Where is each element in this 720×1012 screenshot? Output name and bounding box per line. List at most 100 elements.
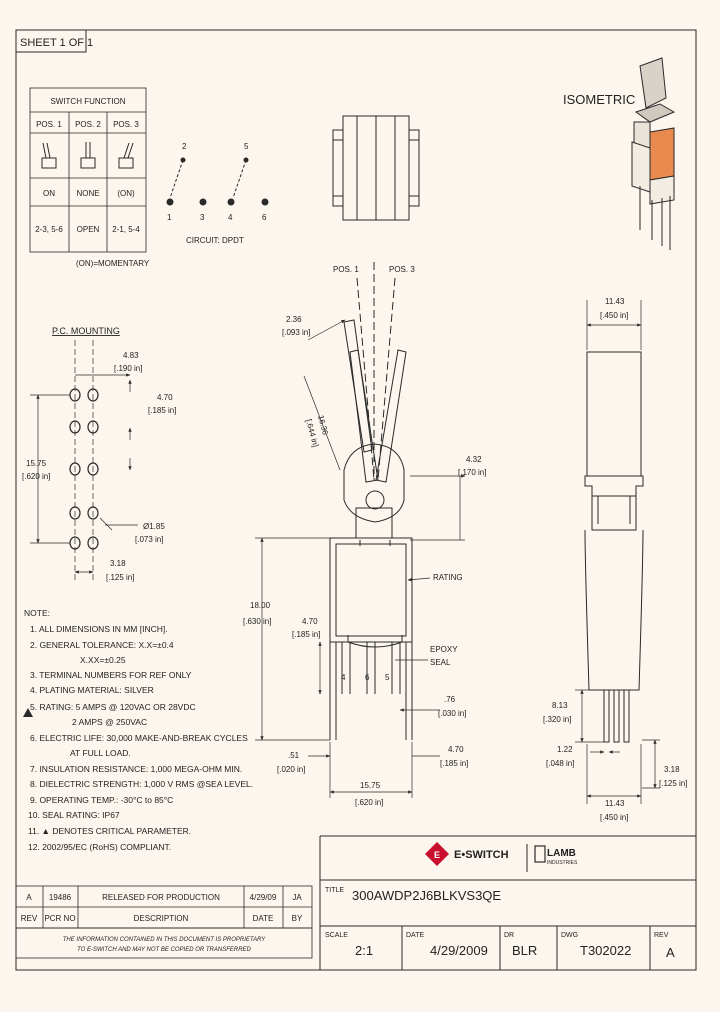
switch-footnote: (ON)=MOMENTARY	[76, 259, 150, 268]
proprietary-line-2: TO E-SWITCH AND MAY NOT BE COPIED OR TRA…	[77, 947, 251, 953]
front-dim-height: 18.00	[250, 601, 271, 610]
switch-conn-pos3: 2-1, 5-4	[112, 225, 140, 234]
rev-header-rev: REV	[21, 914, 38, 923]
front-dim-lever: 16.36	[316, 414, 330, 436]
toggle-pos1-icon	[41, 142, 57, 169]
note-line: 7. INSULATION RESISTANCE: 1,000 MEGA-OHM…	[30, 764, 242, 774]
terminal-label-1: 1	[167, 213, 172, 222]
rev-header-by: BY	[292, 914, 303, 923]
pc-dim-height-in: [.620 in]	[22, 472, 50, 481]
terminal-label-3: 3	[200, 213, 205, 222]
brand-name: E•SWITCH	[454, 849, 509, 861]
pc-dim-hole: Ø1.85	[143, 522, 165, 531]
pc-dim-col: 4.70	[157, 393, 173, 402]
switch-function-table	[29, 87, 147, 253]
note-line: 4. PLATING MATERIAL: SILVER	[30, 685, 154, 695]
revision-value: A	[666, 945, 675, 960]
front-dim-pitch-in: [.185 in]	[440, 759, 468, 768]
isometric-view	[631, 57, 676, 250]
rev-header-description: DESCRIPTION	[134, 914, 189, 923]
note-line: 9. OPERATING TEMP.: -30°C to 85°C	[30, 795, 173, 805]
note-line: 5. RATING: 5 AMPS @ 120VAC OR 28VDC	[30, 702, 196, 712]
rev-row-by: JA	[292, 893, 302, 902]
side-dim-bottom: 11.43	[605, 799, 625, 808]
pc-dim-hole-in: [.073 in]	[135, 535, 163, 544]
revision-table	[15, 885, 313, 959]
isometric-label: ISOMETRIC	[563, 92, 635, 107]
side-dim-pin-gap: 1.22	[557, 745, 573, 754]
rev-row-rev: A	[26, 893, 32, 902]
terminal-label-6: 6	[262, 213, 267, 222]
critical-parameter-icon	[23, 708, 33, 717]
note-line: 2. GENERAL TOLERANCE: X.X=±0.4	[30, 640, 174, 650]
circuit-caption: CIRCUIT: DPDT	[186, 236, 244, 245]
pc-dim-bottom-in: [.125 in]	[106, 573, 134, 582]
side-dim-bottom-in: [.450 in]	[600, 813, 628, 822]
front-dim-height-in: [.630 in]	[243, 617, 271, 626]
pc-dim-top: 4.83	[123, 351, 139, 360]
e-switch-logo: E E•SWITCH	[425, 842, 509, 866]
terminal-label-front-5: 5	[385, 673, 390, 682]
note-line: 11. ▲ DENOTES CRITICAL PARAMETER.	[28, 826, 191, 836]
note-line: 3. TERMINAL NUMBERS FOR REF ONLY	[30, 670, 192, 680]
drawing-number-value: T302022	[580, 943, 631, 958]
side-dim-pin-gap-in: [.048 in]	[546, 759, 574, 768]
lamb-name: LAMB	[547, 848, 576, 859]
switch-state-pos3: (ON)	[117, 189, 135, 198]
scale-value: 2:1	[355, 943, 373, 958]
lamb-logo: LAMB INDUSTRIES	[534, 845, 578, 866]
front-dim-tip-in: [.093 in]	[282, 328, 310, 337]
date-value: 4/29/2009	[430, 943, 488, 958]
terminal-label-front-6: 6	[365, 673, 370, 682]
front-pos3-label: POS. 3	[389, 265, 415, 274]
note-line: 10. SEAL RATING: IP67	[28, 810, 120, 820]
front-dim-inner-in: [.185 in]	[292, 630, 320, 639]
notes-title: NOTE:	[24, 608, 50, 618]
side-dim-top: 11.43	[605, 297, 625, 306]
title-label: TITLE	[325, 887, 344, 894]
pc-dim-col-in: [.185 in]	[148, 406, 176, 415]
front-seal-label: SEAL	[430, 658, 451, 667]
side-dim-pin-len-in: [.320 in]	[543, 715, 571, 724]
rev-row-description: RELEASED FOR PRODUCTION	[102, 893, 220, 902]
front-dim-pin-width: .51	[288, 751, 300, 760]
note-line: AT FULL LOAD.	[70, 748, 131, 758]
revision-label: REV	[654, 932, 669, 939]
front-dim-inner: 4.70	[302, 617, 318, 626]
switch-state-pos2: NONE	[76, 189, 99, 198]
front-dim-body-width-in: [.620 in]	[355, 798, 383, 807]
side-view-dims	[575, 300, 660, 804]
rev-header-date: DATE	[253, 914, 274, 923]
front-dim-pitch: 4.70	[448, 745, 464, 754]
front-view-dims	[255, 319, 466, 798]
title-block-frame	[319, 835, 696, 970]
front-rating-label: RATING	[433, 573, 463, 582]
sheet-label-box	[15, 29, 87, 53]
note-line: X.XX=±0.25	[80, 655, 126, 665]
drawn-by-value: BLR	[512, 943, 537, 958]
drawn-by-label: DR	[504, 932, 514, 939]
switch-header-pos3: POS. 3	[113, 120, 139, 129]
date-label: DATE	[406, 932, 424, 939]
front-dim-tip: 2.36	[286, 315, 302, 324]
pc-mounting-dims	[30, 340, 138, 580]
note-line: 12. 2002/95/EC (RoHS) COMPLIANT.	[28, 842, 171, 852]
note-line: 1. ALL DIMENSIONS IN MM [INCH].	[30, 624, 168, 634]
front-view	[329, 262, 413, 740]
pc-dim-bottom: 3.18	[110, 559, 126, 568]
sheet-border	[15, 29, 697, 971]
rev-row-pcr: 19486	[49, 893, 72, 902]
rev-header-pcr: PCR NO	[44, 914, 75, 923]
switch-header-pos1: POS. 1	[36, 120, 62, 129]
drawing-number-label: DWG	[561, 932, 578, 939]
rev-row-date: 4/29/09	[250, 893, 277, 902]
toggle-pos3-icon	[118, 142, 134, 169]
notes-block: NOTE: 1. ALL DIMENSIONS IN MM [INCH]. 2.…	[23, 608, 253, 852]
terminal-label-front-4: 4	[341, 673, 346, 682]
terminal-label-5: 5	[244, 142, 249, 151]
svg-text:E: E	[434, 850, 440, 860]
front-epoxy-label: EPOXY	[430, 645, 458, 654]
side-dim-right-in: [.125 in]	[659, 779, 687, 788]
proprietary-line-1: THE INFORMATION CONTAINED IN THIS DOCUME…	[63, 937, 266, 943]
